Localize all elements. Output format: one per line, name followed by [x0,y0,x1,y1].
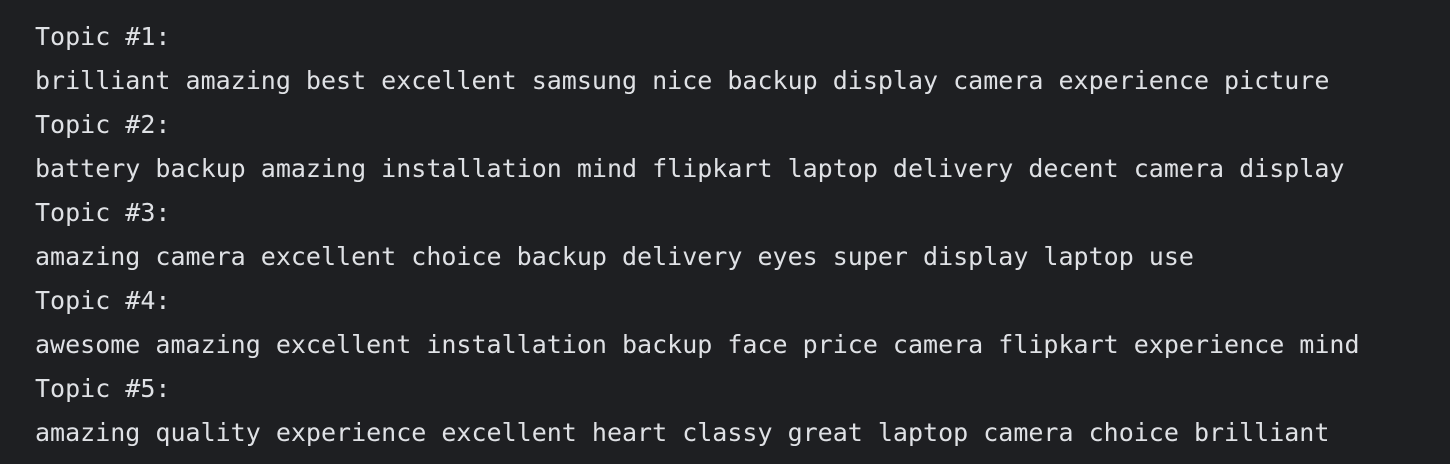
topic-4-words: awesome amazing excellent installation b… [35,330,1360,359]
topic-1-header: Topic #1: [35,22,171,51]
topic-2-header: Topic #2: [35,110,171,139]
topic-5-header: Topic #5: [35,374,171,403]
topic-5-words: amazing quality experience excellent hea… [35,418,1330,447]
topic-1-words: brilliant amazing best excellent samsung… [35,66,1330,95]
topic-2-words: battery backup amazing installation mind… [35,154,1345,183]
topic-3-words: amazing camera excellent choice backup d… [35,242,1194,271]
topic-3-header: Topic #3: [35,198,171,227]
topic-4-header: Topic #4: [35,286,171,315]
